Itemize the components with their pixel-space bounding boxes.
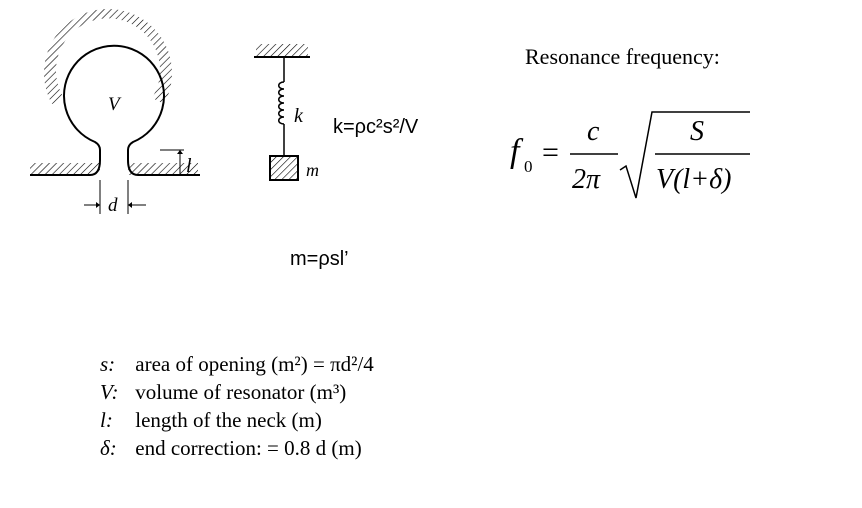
ceiling-hatching: [256, 44, 308, 56]
mass-block: [269, 155, 299, 181]
spring-coil: [278, 81, 285, 125]
spring-label: k: [294, 105, 304, 127]
numerator-c: c: [587, 116, 600, 147]
legend-text: length of the neck (m): [135, 408, 322, 432]
spring-mass-diagram: k m: [254, 44, 319, 181]
opening-dim-left-head: [96, 202, 100, 208]
mass-label: m: [306, 160, 319, 180]
legend-symbol: s:: [100, 352, 116, 376]
resonance-formula: f 0 = c 2π S V(l+δ): [510, 111, 750, 199]
sqrt-radical: [619, 111, 750, 199]
opening-dim-right-head: [128, 202, 132, 208]
resonance-title: Resonance frequency:: [525, 44, 720, 69]
equals-sign: =: [542, 136, 559, 169]
volume-label: V: [108, 94, 122, 115]
legend-row-delta: δ: end correction: = 0.8 d (m): [100, 436, 362, 461]
denominator-v-l-delta: V(l+δ): [656, 164, 731, 195]
legend-text: end correction: = 0.8 d (m): [135, 436, 362, 460]
opening-diameter-label: d: [108, 195, 118, 216]
cavity-wall-hatching: [43, 9, 173, 104]
legend-symbol: V:: [100, 380, 119, 404]
helmholtz-resonator-diagram: V l d: [30, 9, 200, 216]
legend-row-s: s: area of opening (m²) = πd²/4: [100, 352, 374, 377]
mass-formula: m=ρsl’: [290, 248, 349, 270]
legend-text: volume of resonator (m³): [135, 380, 347, 404]
ground-hatching-left: [30, 163, 100, 175]
f-subscript: 0: [524, 157, 533, 176]
neck-length-label: l: [186, 155, 192, 177]
resonator-outline: [30, 44, 200, 176]
f-symbol: f: [510, 133, 524, 170]
legend-symbol: l:: [100, 408, 113, 432]
denominator-2pi: 2π: [572, 164, 601, 195]
numerator-s: S: [690, 116, 704, 147]
legend-text: area of opening (m²) = πd²/4: [135, 352, 374, 376]
legend-symbol: δ:: [100, 436, 117, 460]
legend-row-l: l: length of the neck (m): [100, 408, 322, 433]
neck-dim-arrowhead: [177, 150, 183, 154]
legend-row-v: V: volume of resonator (m³): [100, 380, 346, 405]
stiffness-formula: k=ρc²s²/V: [333, 116, 419, 138]
